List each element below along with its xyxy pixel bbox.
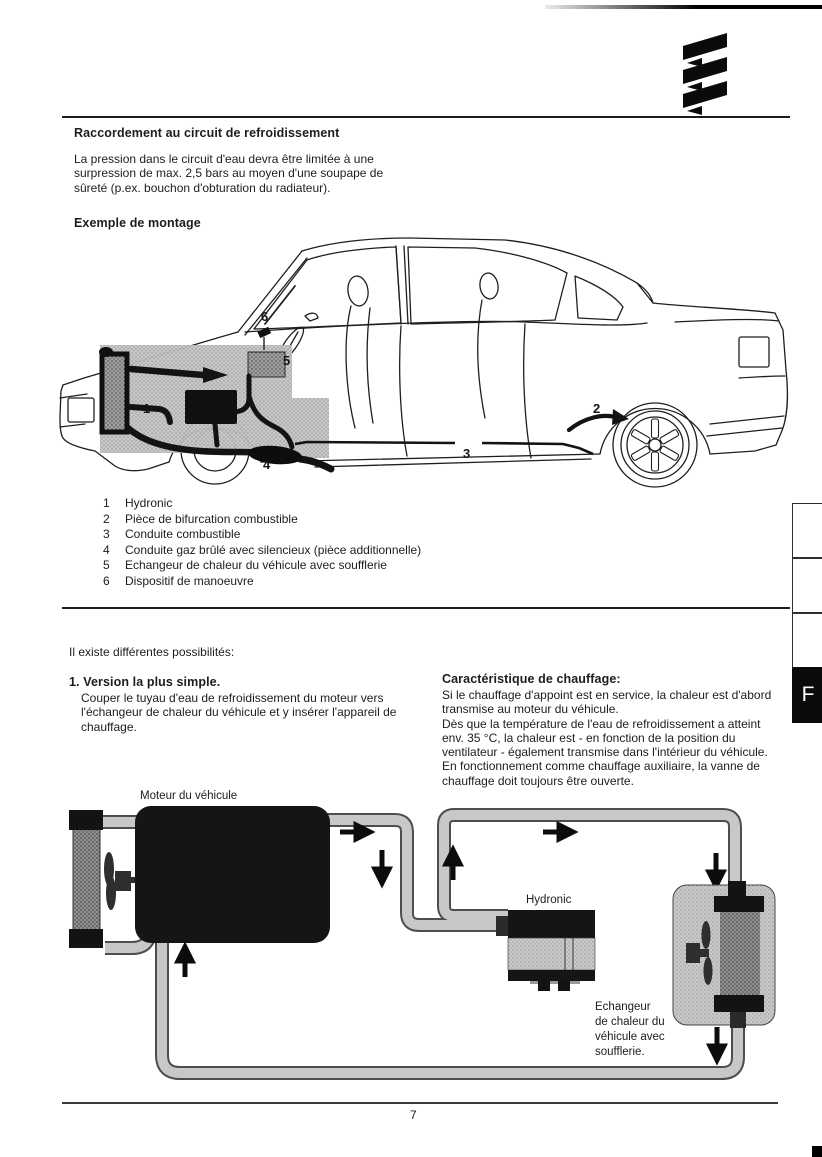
left-column-body: Couper le tuyau d'eau de refroidissement…: [81, 691, 397, 734]
bottom-divider: [62, 1102, 778, 1104]
radiator: [99, 347, 130, 435]
scan-edge-line: [545, 5, 822, 9]
callout-number-1: 1: [143, 401, 151, 416]
thumb-index-box-2: [792, 558, 822, 613]
eberspaecher-ribbon-icon: [683, 33, 727, 115]
thumb-index-box-3: [792, 613, 822, 668]
section-heading: Raccordement au circuit de refroidisseme…: [74, 126, 340, 140]
thumb-index-box-1: [792, 503, 822, 558]
heat-exchanger-unit: [672, 881, 776, 1028]
engine-block: [135, 806, 330, 943]
top-divider: [62, 116, 790, 118]
hydronic-label: Hydronic: [526, 894, 572, 906]
coolant-pipes: [100, 808, 745, 1080]
car-illustration: [55, 228, 800, 496]
vehicle-heat-exchanger: [247, 351, 286, 378]
flow-arrow-icons: [173, 820, 729, 1066]
blower-fan-icon: [686, 921, 713, 985]
callout-number-5: 5: [283, 353, 291, 368]
eberspaecher-logo: [681, 31, 729, 117]
schematic-figure: [60, 785, 790, 1095]
section-tab-f: F: [792, 667, 822, 723]
radiator-fan-icon: [104, 852, 138, 910]
callout-number-4: 4: [263, 457, 271, 472]
engine-label: Moteur du véhicule: [140, 790, 238, 802]
control-device: [257, 326, 272, 350]
hydronic-unit: [496, 910, 596, 991]
radiator: [69, 810, 103, 948]
scan-corner-mark: [812, 1146, 822, 1157]
flow-arrow-icon: [203, 367, 228, 383]
right-column-body: Si le chauffage d'appoint est en service…: [442, 688, 772, 788]
example-heading: Exemple de montage: [74, 216, 201, 230]
section-body: La pression dans le circuit d'eau devra …: [74, 152, 384, 195]
possibilities-intro: Il existe différentes possibilités:: [69, 645, 235, 659]
page-number: 7: [410, 1108, 417, 1122]
exchanger-label: Echangeur de chaleur du véhicule avec so…: [595, 1001, 665, 1058]
callout-number-6: 6: [261, 309, 269, 324]
hydronic-heater-unit: [185, 390, 237, 424]
callout-number-3: 3: [463, 446, 471, 461]
rear-wheel-spokes: [630, 418, 680, 472]
mid-divider: [62, 607, 790, 609]
fuel-line: [294, 440, 594, 456]
right-column-heading: Caractéristique de chauffage:: [442, 672, 621, 686]
left-column-heading: 1. Version la plus simple.: [69, 675, 221, 689]
callout-number-2: 2: [593, 401, 601, 416]
exhaust-silencer: [248, 445, 302, 465]
branch-arrow-icon: [566, 409, 629, 433]
